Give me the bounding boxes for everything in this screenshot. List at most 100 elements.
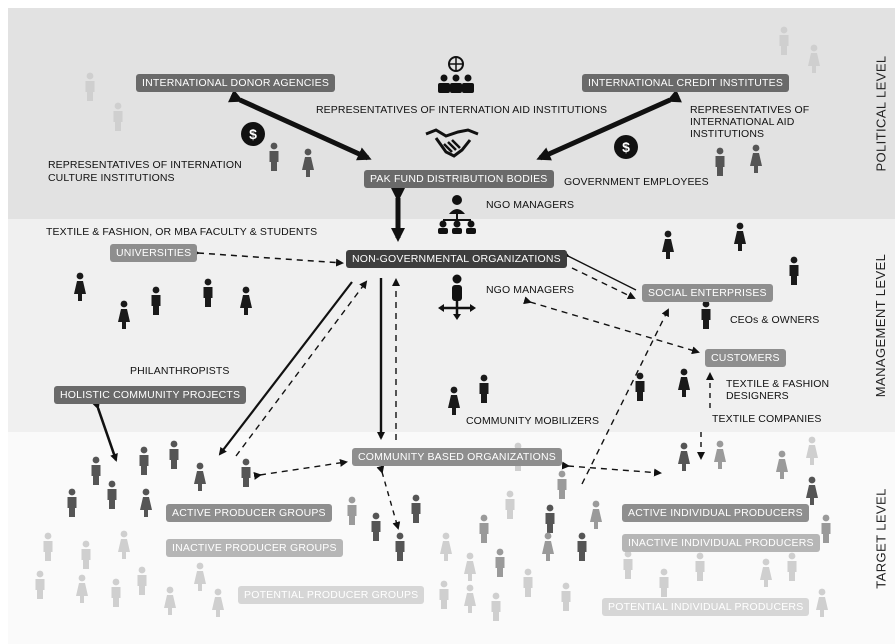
arrow-holistic-groups [92,401,118,462]
handshake-icon [425,128,479,158]
person-male-icon [395,532,405,561]
person-male-icon [151,286,161,315]
node-community-based-organizations: COMMUNITY BASED ORGANIZATIONS [352,448,562,466]
person-female-icon [750,144,762,173]
person-male-icon [169,440,179,469]
node-potential-producer-groups: POTENTIAL PRODUCER GROUPS [238,586,425,604]
person-male-icon [35,570,45,599]
label-philanthropists: PHILANTHROPISTS [130,365,230,377]
person-male-icon [701,300,711,329]
person-male-icon [81,540,91,569]
node-potential-individual-producers: POTENTIAL INDIVIDUAL PRODUCERS [602,598,810,616]
person-male-icon [347,496,357,525]
person-female-icon [678,368,690,397]
person-female-icon [808,44,820,73]
person-female-icon [164,586,176,615]
person-male-icon [203,278,213,307]
label-ceos-owners: CEOs & OWNERS [730,314,820,326]
person-female-icon [212,588,224,617]
node-active-individual-producers: ACTIVE INDIVIDUAL PRODUCERS [622,504,809,522]
person-male-icon [623,550,633,579]
arrow-ngo-social [571,267,636,299]
person-female-icon [806,436,818,465]
person-male-icon [107,480,117,509]
arrow-indiv-social [581,308,669,485]
person-female-icon [806,476,818,505]
person-male-icon [113,102,123,131]
person-female-icon [194,562,206,591]
person-male-icon [43,532,53,561]
dollar-icon: $ [241,122,265,146]
person-female-icon [734,222,746,251]
person-female-icon [464,584,476,613]
person-male-icon [787,552,797,581]
hierarchy-icon [438,195,476,234]
person-female-icon [74,272,86,301]
person-male-icon [505,490,515,519]
person-female-icon [662,230,674,259]
label-rep-aid-right: REPRESENTATIVES OF INTERNATIONAL AID INS… [690,104,810,140]
person-male-icon [411,494,421,523]
arrow-groups-ngo [235,280,368,457]
node-non-governmental-organizations: NON-GOVERNMENTAL ORGANIZATIONS [346,250,567,268]
person-female-icon [590,500,602,529]
node-social-enterprises: SOCIAL ENTERPRISES [642,284,773,302]
person-female-icon [140,488,152,517]
person-female-icon [118,530,130,559]
person-female-icon [542,532,554,561]
person-male-icon [715,147,725,176]
node-inactive-producer-groups: INACTIVE PRODUCER GROUPS [166,539,343,557]
label-ngo-managers-top: NGO MANAGERS [486,199,575,211]
person-male-icon [659,568,669,597]
arrow-cbo-groups [253,458,348,480]
institution-people-icon [438,56,474,93]
label-ngo-managers-mid: NGO MANAGERS [486,284,575,296]
person-female-icon [118,300,130,329]
person-female-icon [240,286,252,315]
person-male-icon [545,504,555,533]
person-male-icon [67,488,77,517]
person-female-icon [448,386,460,415]
person-male-icon [139,446,149,475]
label-faculty-students: TEXTILE & FASHION, OR MBA FACULTY & STUD… [46,226,318,238]
arrow-donor-pakfund [228,89,372,161]
node-inactive-individual-producers: INACTIVE INDIVIDUAL PRODUCERS [622,534,820,552]
arrow-cbo-individual [561,461,662,477]
label-government-employees: GOVERNMENT EMPLOYEES [564,176,709,188]
arrow-social-ngo [560,249,637,291]
arrow-ngo-universities [191,248,344,267]
person-female-icon [440,532,452,561]
person-male-icon [635,372,645,401]
person-female-icon [76,574,88,603]
node-customers: CUSTOMERS [705,349,786,367]
person-male-icon [695,552,705,581]
dollar-icon: $ [614,135,638,159]
person-female-icon [714,440,726,469]
arrow-ngo-groups [218,281,353,456]
person-male-icon [241,458,251,487]
person-female-icon [194,462,206,491]
person-male-icon [137,566,147,595]
label-rep-aid-center: REPRESENTATIVES OF INTERNATION AID INSTI… [316,104,608,116]
label-community-mobilizers: COMMUNITY MOBILIZERS [466,415,600,427]
person-male-icon [821,514,831,543]
person-male-icon [479,514,489,543]
person-female-icon [464,552,476,581]
node-international-donor-agencies: INTERNATIONAL DONOR AGENCIES [136,74,336,92]
arrow-ngo-customers [523,296,700,355]
node-international-credit-institutes: INTERNATIONAL CREDIT INSTITUTES [582,74,790,92]
person-male-icon [495,548,505,577]
person-male-icon [561,582,571,611]
person-male-icon [439,580,449,609]
person-female-icon [760,558,772,587]
manager-arrows-icon [438,274,476,320]
person-female-icon [816,588,828,617]
label-textile-companies: TEXTILE COMPANIES [712,413,822,425]
label-rep-culture: REPRESENTATIVES OF INTERNATION CULTURE I… [48,159,242,184]
person-male-icon [479,374,489,403]
person-male-icon [779,26,789,55]
node-universities: UNIVERSITIES [110,244,198,262]
